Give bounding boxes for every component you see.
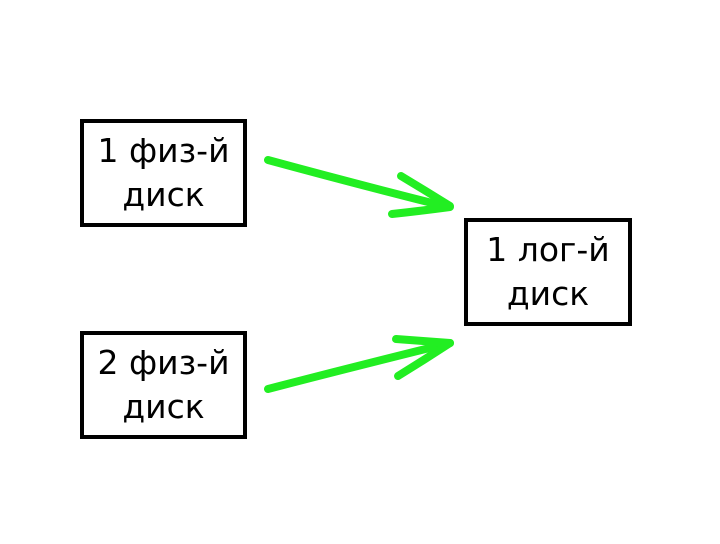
logical-disk-label-line1: 1 лог-й xyxy=(486,230,610,269)
physical-disk-1-box: 1 физ-й диск xyxy=(80,119,247,227)
physical-disk-2-label-line1: 2 физ-й xyxy=(97,343,230,382)
physical-disk-2-label-line2: диск xyxy=(122,387,205,426)
physical-disk-1-label-line1: 1 физ-й xyxy=(97,131,230,170)
arrow-physical-2-to-logical xyxy=(264,335,454,393)
physical-disk-1-label-line2: диск xyxy=(122,175,205,214)
logical-disk-box: 1 лог-й диск xyxy=(464,218,632,326)
logical-disk-label-line2: диск xyxy=(506,274,590,313)
physical-disk-2-box: 2 физ-й диск xyxy=(80,331,247,439)
arrow-physical-1-to-logical xyxy=(264,156,454,218)
